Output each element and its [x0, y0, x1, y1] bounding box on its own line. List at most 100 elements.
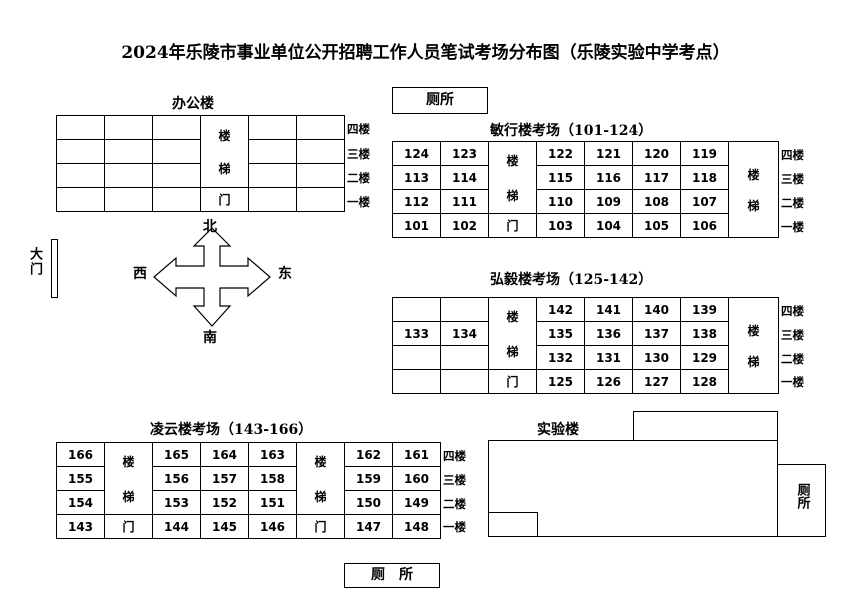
exam-room: 108	[632, 189, 681, 214]
exam-room: 126	[584, 369, 633, 394]
exam-room	[392, 345, 441, 370]
exam-room: 139	[680, 297, 729, 322]
toilet-right: 厕所	[777, 464, 826, 537]
exam-room: 140	[632, 297, 681, 322]
page-title: 2024年乐陵市事业单位公开招聘工作人员笔试考场分布图（乐陵实验中学考点）	[121, 43, 730, 63]
lingyun-building: 166 楼梯 165 164 163 楼梯 162 161 155 156 15…	[56, 442, 441, 539]
exam-room: 120	[632, 141, 681, 166]
hongyi-building: 楼梯 142 141 140 139 楼梯 133 134 135 136 13…	[392, 297, 779, 394]
exam-room: 164	[200, 442, 249, 467]
lingyun-right-stairs: 楼梯	[296, 442, 345, 515]
exam-room: 110	[536, 189, 585, 214]
compass-west: 西	[133, 266, 147, 282]
hongyi-left-stairs: 楼梯	[488, 297, 537, 370]
exam-room: 112	[392, 189, 441, 214]
exam-room: 143	[56, 514, 105, 539]
exam-room: 160	[392, 466, 441, 491]
exam-room: 138	[680, 321, 729, 346]
exam-room	[392, 297, 441, 322]
exam-room: 102	[440, 213, 489, 238]
exam-room: 161	[392, 442, 441, 467]
exam-room: 141	[584, 297, 633, 322]
exam-room: 150	[344, 490, 393, 515]
exam-room: 124	[392, 141, 441, 166]
compass-north: 北	[203, 219, 217, 235]
hongyi-floor-3: 三楼	[781, 328, 804, 342]
hongyi-floor-2: 二楼	[781, 352, 804, 366]
exam-room: 117	[632, 165, 681, 190]
minxing-floor-4: 四楼	[781, 148, 804, 162]
minxing-right-stairs: 楼梯	[728, 141, 779, 238]
lingyun-floor-4: 四楼	[443, 449, 466, 463]
exam-room: 115	[536, 165, 585, 190]
compass-east: 东	[278, 266, 292, 282]
exam-room: 123	[440, 141, 489, 166]
exam-room: 134	[440, 321, 489, 346]
office-floor-4: 四楼	[347, 122, 370, 136]
exam-room: 125	[536, 369, 585, 394]
office-building-label: 办公楼	[172, 96, 214, 112]
exam-room: 166	[56, 442, 105, 467]
exam-room: 132	[536, 345, 585, 370]
exam-room: 106	[680, 213, 729, 238]
exam-room: 153	[152, 490, 201, 515]
exam-room	[392, 369, 441, 394]
compass-south: 南	[203, 330, 217, 346]
hongyi-building-label: 弘毅楼考场（125-142）	[490, 272, 653, 288]
exam-room: 154	[56, 490, 105, 515]
toilet-bottom: 厕 所	[344, 563, 440, 588]
exam-room: 165	[152, 442, 201, 467]
exam-room: 111	[440, 189, 489, 214]
exam-room: 159	[344, 466, 393, 491]
minxing-floor-3: 三楼	[781, 172, 804, 186]
minxing-floor-1: 一楼	[781, 220, 804, 234]
office-building: 楼梯 门	[56, 115, 345, 212]
office-floor-3: 三楼	[347, 147, 370, 161]
exam-room	[440, 369, 489, 394]
exam-room: 155	[56, 466, 105, 491]
lingyun-floor-2: 二楼	[443, 497, 466, 511]
exam-room: 152	[200, 490, 249, 515]
lingyun-left-stairs: 楼梯	[104, 442, 153, 515]
compass-arrows-icon	[153, 227, 271, 327]
lingyun-building-label: 凌云楼考场（143-166）	[150, 422, 313, 438]
exam-room: 147	[344, 514, 393, 539]
main-gate	[51, 239, 58, 298]
exam-room: 142	[536, 297, 585, 322]
exam-room: 162	[344, 442, 393, 467]
office-door: 门	[200, 187, 249, 212]
lingyun-floor-3: 三楼	[443, 473, 466, 487]
exam-room: 129	[680, 345, 729, 370]
exam-room: 149	[392, 490, 441, 515]
toilet-top: 厕所	[392, 87, 488, 114]
exam-room	[440, 297, 489, 322]
exam-room: 157	[200, 466, 249, 491]
minxing-door: 门	[488, 213, 537, 238]
exam-room: 148	[392, 514, 441, 539]
minxing-building: 124 123 楼梯 122 121 120 119 楼梯 113 114 11…	[392, 141, 779, 238]
main-gate-label: 大门	[27, 247, 42, 277]
exam-room: 158	[248, 466, 297, 491]
exam-room: 103	[536, 213, 585, 238]
exam-room: 130	[632, 345, 681, 370]
lingyun-right-door: 门	[296, 514, 345, 539]
lab-building-label: 实验楼	[537, 422, 579, 438]
exam-room: 144	[152, 514, 201, 539]
exam-room: 151	[248, 490, 297, 515]
exam-room: 133	[392, 321, 441, 346]
minxing-building-label: 敏行楼考场（101-124）	[490, 123, 653, 139]
exam-room: 118	[680, 165, 729, 190]
lingyun-left-door: 门	[104, 514, 153, 539]
lab-building-upper	[633, 411, 778, 441]
exam-room: 137	[632, 321, 681, 346]
exam-room: 127	[632, 369, 681, 394]
lab-building-corner	[488, 512, 538, 537]
exam-room: 122	[536, 141, 585, 166]
exam-room: 163	[248, 442, 297, 467]
exam-room: 104	[584, 213, 633, 238]
office-stairs: 楼梯	[200, 115, 249, 188]
exam-room: 101	[392, 213, 441, 238]
exam-room: 135	[536, 321, 585, 346]
exam-room: 113	[392, 165, 441, 190]
